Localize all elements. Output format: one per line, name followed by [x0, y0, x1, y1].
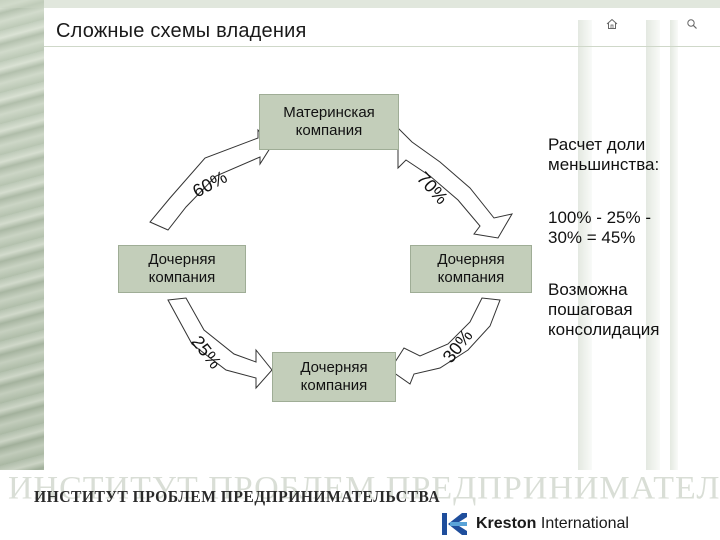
marble-side-strip — [0, 0, 44, 470]
box-label-line: компания — [295, 122, 363, 139]
slide-title: Сложные схемы владения — [56, 20, 307, 42]
decor-stripe — [578, 20, 592, 470]
kreston-wordmark: Kreston International — [476, 515, 629, 533]
arrow-parent-to-left — [149, 128, 273, 231]
institute-name: ИНСТИТУТ ПРОБЛЕМ ПРЕДПРИНИМАТЕЛЬСТВА — [34, 487, 441, 506]
text-line: 30% = 45% — [548, 228, 636, 247]
arrow-right-to-bottom — [389, 297, 501, 385]
box-label-line: Дочерняя — [148, 251, 216, 268]
title-divider — [44, 46, 720, 47]
brand-bold: Kreston — [476, 515, 537, 532]
minority-share-heading: Расчет доли меньшинства: — [548, 135, 659, 175]
box-label-line: компания — [300, 377, 368, 394]
decor-stripe — [646, 20, 660, 470]
minority-share-calculation: 100% - 25% - 30% = 45% — [548, 208, 651, 248]
box-label-line: Дочерняя — [437, 251, 505, 268]
decor-stripe — [670, 20, 678, 470]
text-line: консолидация — [548, 320, 660, 339]
box-label-line: компания — [437, 269, 505, 286]
institute-watermark: ИНСТИТУТ ПРОБЛЕМ ПРЕДПРИНИМАТЕЛЬСТВА — [8, 471, 720, 507]
marble-top-strip — [0, 0, 720, 8]
text-line: Расчет доли — [548, 135, 646, 154]
arrow-left-to-bottom — [167, 297, 273, 390]
text-line: 100% - 25% - — [548, 208, 651, 227]
brand-rest: International — [536, 515, 629, 532]
box-label-line: Материнская — [283, 104, 375, 121]
arrow-parent-to-right — [397, 126, 514, 239]
text-line: меньшинства: — [548, 155, 660, 174]
kreston-brand: Kreston International — [440, 508, 720, 540]
search-icon[interactable] — [686, 18, 698, 33]
box-label-line: Дочерняя — [300, 359, 368, 376]
text-line: Возможна — [548, 280, 628, 299]
kreston-logo — [440, 510, 468, 538]
home-icon[interactable] — [606, 18, 618, 33]
text-line: пошаговая — [548, 300, 633, 319]
consolidation-note: Возможна пошаговая консолидация — [548, 280, 659, 340]
box-label-line: компания — [148, 269, 216, 286]
